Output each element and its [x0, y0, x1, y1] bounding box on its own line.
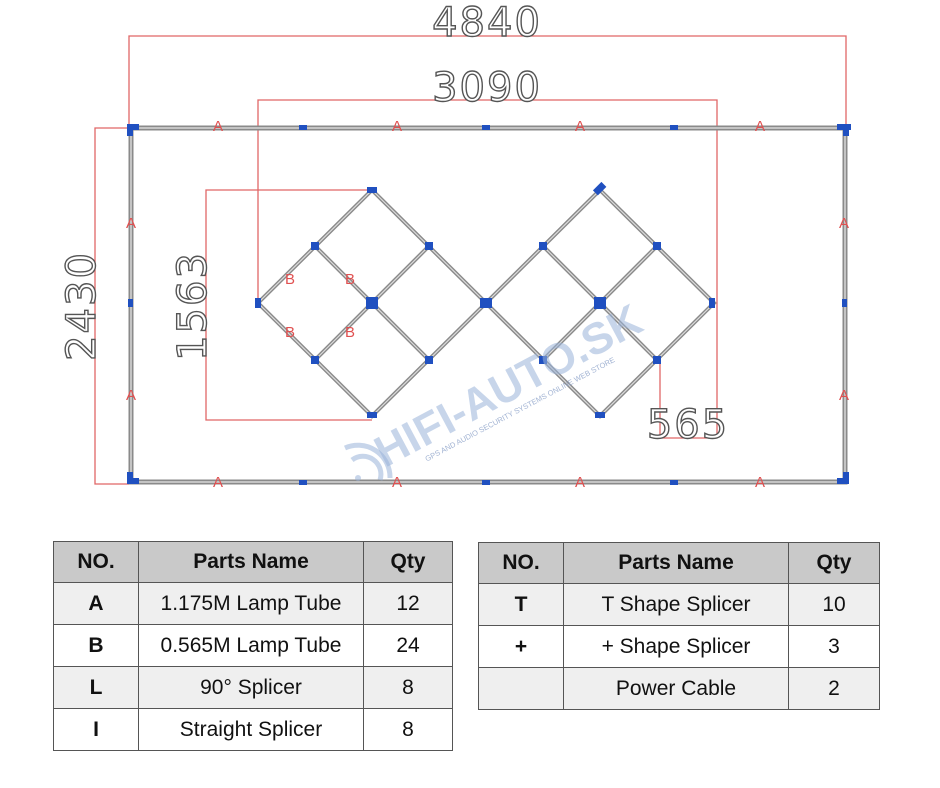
header-no: NO. [478, 542, 564, 584]
cell-parts-name: T Shape Splicer [563, 583, 789, 626]
dim-cell-size: 565 [647, 402, 729, 448]
corner-splicer-icon [843, 472, 849, 484]
label-a: A [755, 474, 765, 491]
cell-parts-name: 90° Splicer [138, 666, 364, 709]
cell-qty: 8 [363, 666, 453, 709]
header-parts-name: Parts Name [563, 542, 789, 584]
header-qty: Qty [788, 542, 880, 584]
cell-parts-name: 0.565M Lamp Tube [138, 624, 364, 667]
dim-diamond-height: 1563 [170, 251, 216, 361]
label-a: A [392, 474, 402, 491]
watermark: HIFI-AUTO.SK GPS AND AUDIO SECURITY SYST… [367, 295, 651, 477]
label-a: A [755, 118, 765, 135]
label-a: A [392, 118, 402, 135]
dim-overall-width: 4840 [432, 0, 542, 46]
cell-qty: 3 [788, 625, 880, 668]
cell-parts-name: Straight Splicer [138, 708, 364, 751]
cell-no: I [53, 708, 139, 751]
cell-qty: 2 [788, 667, 880, 710]
label-a: A [575, 118, 585, 135]
label-b: B [285, 271, 295, 288]
label-a: A [839, 215, 849, 232]
wifi-logo-icon [343, 442, 393, 481]
parts-table-left: NO. Parts Name Qty A 1.175M Lamp Tube 12… [53, 541, 453, 751]
corner-splicer-icon [127, 472, 133, 484]
table-row: L 90° Splicer 8 [53, 666, 453, 709]
label-b: B [345, 324, 355, 341]
cell-qty: 12 [363, 582, 453, 625]
dimension-lines [94, 35, 847, 485]
dim-overall-height: 2430 [59, 251, 105, 361]
label-a: A [839, 387, 849, 404]
header-qty: Qty [363, 541, 453, 583]
label-b: B [345, 271, 355, 288]
label-a: A [126, 387, 136, 404]
cell-qty: 10 [788, 583, 880, 626]
cell-no: L [53, 666, 139, 709]
cell-parts-name: + Shape Splicer [563, 625, 789, 668]
cell-no: A [53, 582, 139, 625]
cell-qty: 8 [363, 708, 453, 751]
label-a: A [126, 215, 136, 232]
corner-splicer-icon [127, 124, 133, 136]
table-header-row: NO. Parts Name Qty [478, 542, 880, 584]
label-a: A [213, 474, 223, 491]
cell-no [478, 667, 564, 710]
table-row: + + Shape Splicer 3 [478, 625, 880, 668]
dim-inner-width: 3090 [432, 65, 542, 111]
table-row: A 1.175M Lamp Tube 12 [53, 582, 453, 625]
frame-layout-diagram: 4840 3090 2430 1563 565 [58, 0, 851, 491]
table-row: B 0.565M Lamp Tube 24 [53, 624, 453, 667]
cell-no: B [53, 624, 139, 667]
table-header-row: NO. Parts Name Qty [53, 541, 453, 583]
cell-parts-name: 1.175M Lamp Tube [138, 582, 364, 625]
table-row: Power Cable 2 [478, 667, 880, 710]
splicer-connectors [127, 124, 851, 485]
cell-no: T [478, 583, 564, 626]
parts-table-right: NO. Parts Name Qty T T Shape Splicer 10 … [478, 542, 880, 710]
header-no: NO. [53, 541, 139, 583]
cell-qty: 24 [363, 624, 453, 667]
part-labels-b: B B B B [285, 271, 355, 341]
label-b: B [285, 324, 295, 341]
watermark-brand: HIFI-AUTO.SK [367, 295, 651, 477]
label-a: A [213, 118, 223, 135]
label-a: A [575, 474, 585, 491]
header-parts-name: Parts Name [138, 541, 364, 583]
part-labels-a: A A A A A A A A A A A A [126, 118, 849, 491]
corner-splicer-icon [843, 124, 849, 136]
table-row: T T Shape Splicer 10 [478, 583, 880, 626]
cell-parts-name: Power Cable [563, 667, 789, 710]
table-row: I Straight Splicer 8 [53, 708, 453, 751]
cell-no: + [478, 625, 564, 668]
